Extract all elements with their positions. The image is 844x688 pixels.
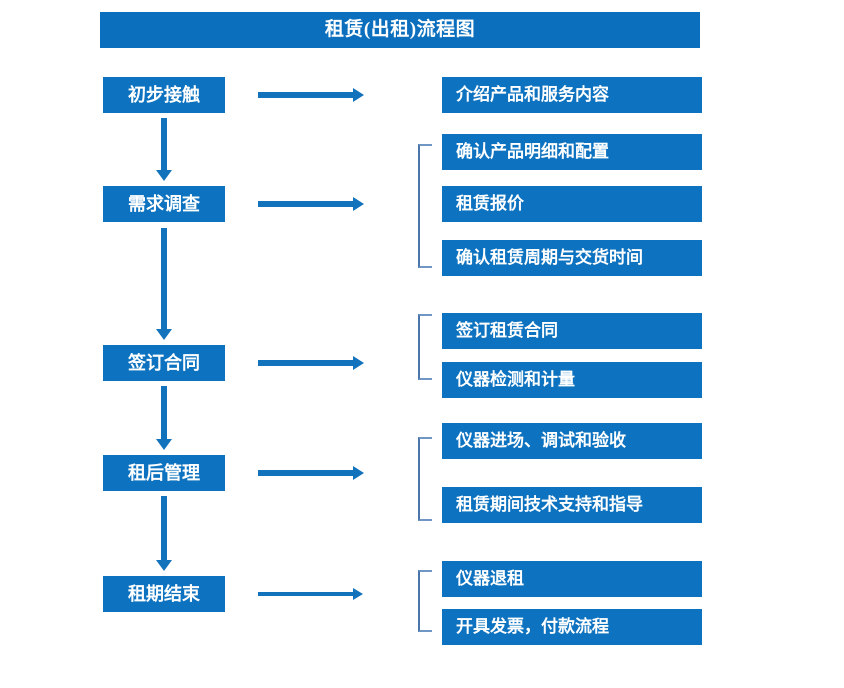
stage-box-4[interactable]: 租后管理 <box>103 455 225 491</box>
down-arrow-stage1-stage2 <box>154 118 174 181</box>
arrow-head <box>353 197 364 211</box>
arrow-shaft <box>258 201 354 207</box>
detail-box-7[interactable]: 仪器进场、调试和验收 <box>442 423 702 459</box>
detail-box-9[interactable]: 仪器退租 <box>442 561 702 597</box>
arrow-head <box>353 88 364 102</box>
page-title: 租赁(出租)流程图 <box>100 12 700 48</box>
arrow-shaft <box>161 496 167 560</box>
stage-box-1[interactable]: 初步接触 <box>103 77 225 113</box>
bracket-end-group <box>418 570 432 632</box>
down-arrow-stage3-stage4 <box>154 386 174 450</box>
detail-box-5[interactable]: 签订租赁合同 <box>442 313 702 349</box>
stage-box-2[interactable]: 需求调查 <box>103 186 225 222</box>
down-arrow-stage2-stage3 <box>154 228 174 340</box>
arrow-head <box>156 329 172 340</box>
detail-box-3[interactable]: 租赁报价 <box>442 186 702 222</box>
detail-box-1[interactable]: 介绍产品和服务内容 <box>442 77 702 113</box>
stage-box-5[interactable]: 租期结束 <box>103 576 225 612</box>
arrow-head <box>156 170 172 181</box>
detail-box-2[interactable]: 确认产品明细和配置 <box>442 134 702 170</box>
arrow-head <box>353 588 363 600</box>
right-arrow-stage5 <box>258 585 364 603</box>
detail-box-6[interactable]: 仪器检测和计量 <box>442 362 702 398</box>
detail-box-8[interactable]: 租赁期间技术支持和指导 <box>442 487 702 523</box>
detail-box-10[interactable]: 开具发票，付款流程 <box>442 609 702 645</box>
arrow-shaft <box>258 92 354 98</box>
right-arrow-stage4 <box>258 464 364 482</box>
arrow-shaft <box>258 360 354 366</box>
arrow-shaft <box>258 470 354 476</box>
down-arrow-stage4-stage5 <box>154 496 174 571</box>
arrow-head <box>156 439 172 450</box>
bracket-contract-group <box>418 314 432 380</box>
right-arrow-stage1 <box>258 86 364 104</box>
arrow-head <box>353 356 364 370</box>
arrow-shaft <box>161 386 167 439</box>
arrow-head <box>353 466 364 480</box>
stage-box-3[interactable]: 签订合同 <box>103 345 225 381</box>
right-arrow-stage2 <box>258 195 364 213</box>
bracket-requirement-group <box>418 144 432 268</box>
arrow-shaft <box>161 228 167 329</box>
arrow-head <box>156 560 172 571</box>
detail-box-4[interactable]: 确认租赁周期与交货时间 <box>442 240 702 276</box>
right-arrow-stage3 <box>258 354 364 372</box>
arrow-shaft <box>161 118 167 170</box>
arrow-shaft <box>258 592 354 596</box>
bracket-management-group <box>418 437 432 521</box>
